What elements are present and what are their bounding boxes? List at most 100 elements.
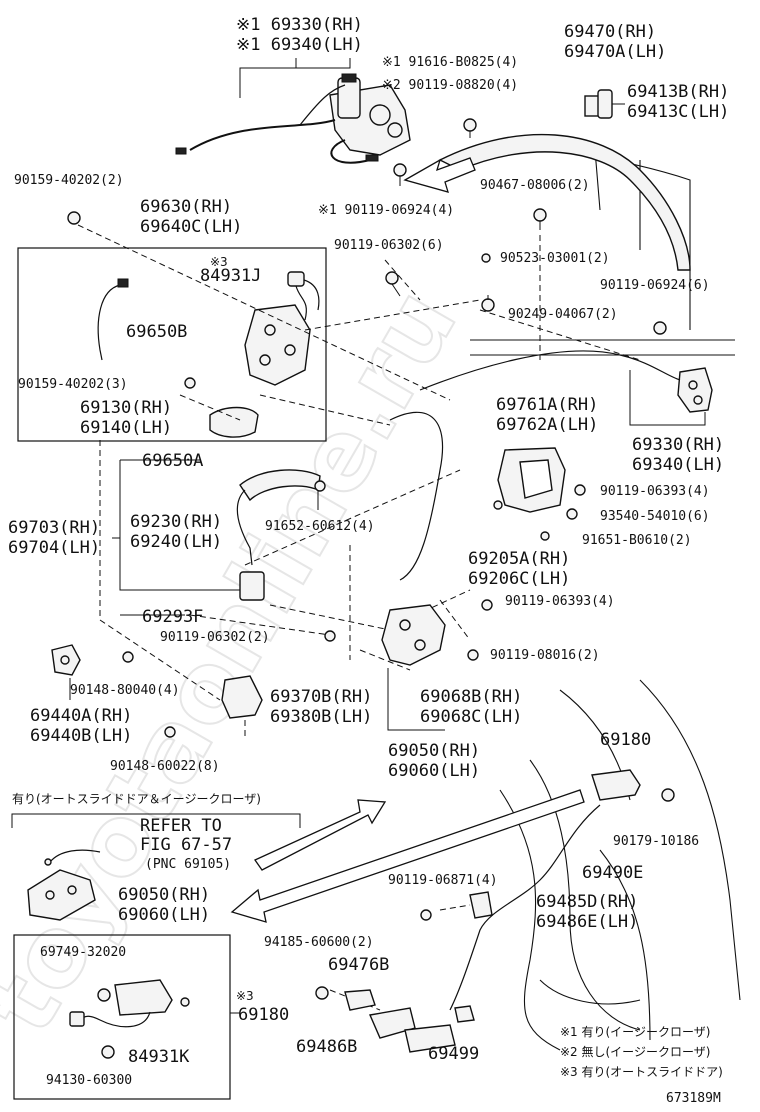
part-label: 69470(RH) xyxy=(564,22,656,42)
lock-assembly-69630 xyxy=(97,271,320,438)
lower-hinge-assembly xyxy=(51,644,263,738)
door-closer-assembly xyxy=(175,58,411,164)
bolt-top-cluster xyxy=(67,118,547,230)
part-label: 69761A(RH) xyxy=(496,395,598,415)
part-label: 90148-60022(8) xyxy=(110,759,220,774)
part-label: 69704(LH) xyxy=(8,538,100,558)
part-label: 90179-10186 xyxy=(613,834,699,849)
rear-lock-assembly xyxy=(419,350,713,426)
part-label: ※3 xyxy=(236,989,254,1003)
part-label: 69380B(LH) xyxy=(270,707,372,727)
refer-bracket xyxy=(11,813,301,828)
bolt-mid-cluster xyxy=(385,253,667,335)
part-label: 90159-40202(3) xyxy=(18,377,128,392)
part-label: 69440A(RH) xyxy=(30,706,132,726)
part-label: ※2 90119-08820(4) xyxy=(382,78,518,93)
part-label: 69762A(LH) xyxy=(496,415,598,435)
part-label: 69499 xyxy=(428,1044,479,1064)
part-label: 69490E xyxy=(582,863,643,883)
part-label: 90119-08016(2) xyxy=(490,648,600,663)
part-label: 69068C(LH) xyxy=(420,707,522,727)
part-label: 69470A(LH) xyxy=(564,42,666,62)
part-label: ※1 90119-06924(4) xyxy=(318,203,454,218)
lower-lock-assembly xyxy=(381,599,493,731)
part-label: 69476B xyxy=(328,955,389,975)
part-label: 69330(RH) xyxy=(632,435,724,455)
part-label: 90148-80040(4) xyxy=(70,683,180,698)
refer-line-2: FIG 67-57 xyxy=(140,835,232,855)
part-label: 69370B(RH) xyxy=(270,687,372,707)
inside-handle-frame xyxy=(389,411,586,581)
part-label: 69413C(LH) xyxy=(627,102,729,122)
part-label: 69060(LH) xyxy=(118,905,210,925)
part-label: 90249-04067(2) xyxy=(508,307,618,322)
motor-unit-box xyxy=(13,934,231,1100)
part-label: 93540-54010(6) xyxy=(600,509,710,524)
part-label: 69130(RH) xyxy=(80,398,172,418)
lock-assembly-box xyxy=(17,247,327,442)
part-label: 69240(LH) xyxy=(130,532,222,552)
bottom-handle-assembly xyxy=(315,986,475,1053)
legend-item: ※3 有り(オートスライドドア) xyxy=(560,1065,723,1079)
rear-bracket-69180 xyxy=(420,769,675,1011)
part-label: 69140(LH) xyxy=(80,418,172,438)
part-label: 69485D(RH) xyxy=(536,892,638,912)
part-label: 90119-06871(4) xyxy=(388,873,498,888)
part-label: 69650B xyxy=(126,322,187,342)
part-label: 69703(RH) xyxy=(8,518,100,538)
part-label: 90159-40202(2) xyxy=(14,173,124,188)
part-label: 69060(LH) xyxy=(388,761,480,781)
part-label: 90119-06393(4) xyxy=(600,484,710,499)
refer-line-3: (PNC 69105) xyxy=(145,857,231,872)
part-label: 69413B(RH) xyxy=(627,82,729,102)
part-label: 90523-03001(2) xyxy=(500,251,610,266)
part-label: 69640C(LH) xyxy=(140,217,242,237)
part-label: 90119-06302(6) xyxy=(334,238,444,253)
upper-hinge-assembly xyxy=(584,89,625,119)
legend-item: ※2 無し(イージークローザ) xyxy=(560,1044,710,1059)
part-label: 69749-32020 xyxy=(40,945,126,960)
part-label: 84931K xyxy=(128,1047,190,1067)
part-label: 90119-06924(6) xyxy=(600,278,710,293)
part-label: 84931J xyxy=(200,266,261,286)
part-label: 69230(RH) xyxy=(130,512,222,532)
part-label: 90467-08006(2) xyxy=(480,178,590,193)
part-label: 69050(RH) xyxy=(388,741,480,761)
part-label: 90119-06393(4) xyxy=(505,594,615,609)
part-label: 69206C(LH) xyxy=(468,569,570,589)
part-label: ※1 91616-B0825(4) xyxy=(382,55,518,70)
part-label: 69180 xyxy=(600,730,651,750)
part-label: ※3 xyxy=(210,255,228,269)
mid-rail-arrows xyxy=(230,789,585,923)
part-labels: ※1 69330(RH) ※1 69340(LH) 69470(RH) 6947… xyxy=(8,15,729,1088)
part-label: 94130-60300 xyxy=(46,1073,132,1088)
part-label: 69205A(RH) xyxy=(468,549,570,569)
refer-line-1: REFER TO xyxy=(140,816,222,836)
refer-to-note: 有り(オートスライドドア＆イージークローザ) REFER TO FIG 67-5… xyxy=(12,792,261,872)
part-label: 69650A xyxy=(142,451,203,471)
part-label: 69293F xyxy=(142,607,203,627)
figure-code: 673189M xyxy=(666,1091,721,1106)
part-label: 69630(RH) xyxy=(140,197,232,217)
part-label: 69486B xyxy=(296,1037,357,1057)
part-label: 94185-60600(2) xyxy=(264,935,374,950)
part-label: 91651-B0610(2) xyxy=(582,533,692,548)
outside-handle-assembly xyxy=(112,459,336,642)
part-label: 91652-60612(4) xyxy=(265,519,375,534)
upper-rail xyxy=(403,133,691,271)
part-label: ※1 69330(RH) xyxy=(236,15,363,35)
refer-lock-assembly xyxy=(27,849,101,921)
motor-unit-69180 xyxy=(69,979,240,1059)
refer-header: 有り(オートスライドドア＆イージークローザ) xyxy=(12,792,261,806)
part-label: 69050(RH) xyxy=(118,885,210,905)
part-label: 69068B(RH) xyxy=(420,687,522,707)
part-label: 69440B(LH) xyxy=(30,726,132,746)
legend-item: ※1 有り(イージークローザ) xyxy=(560,1025,710,1039)
part-label: 69486E(LH) xyxy=(536,912,638,932)
part-label: 69340(LH) xyxy=(632,455,724,475)
footnote-legend: ※1 有り(イージークローザ) ※2 無し(イージークローザ) ※3 有り(オー… xyxy=(560,1025,723,1079)
part-label: ※1 69340(LH) xyxy=(236,35,363,55)
part-label: 90119-06302(2) xyxy=(160,630,270,645)
part-label: 69180 xyxy=(238,1005,289,1025)
